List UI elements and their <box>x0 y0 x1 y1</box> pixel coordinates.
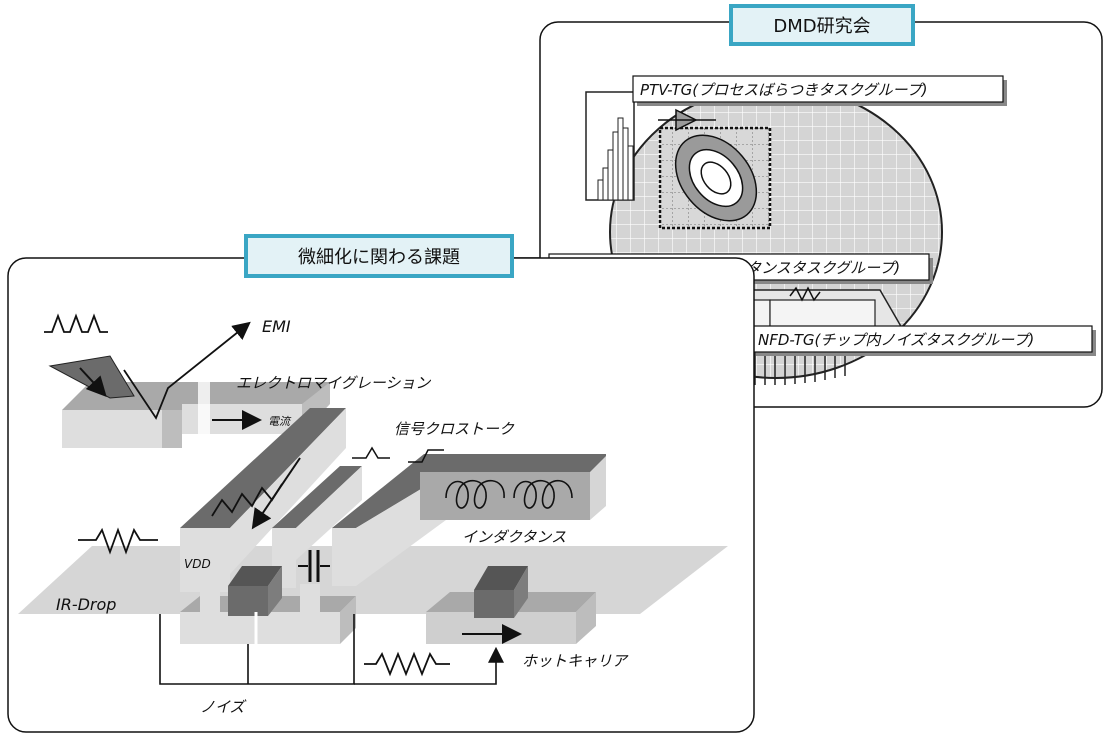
emi-arrow <box>123 321 251 420</box>
dmd-title: DMD研究会 <box>773 16 870 37</box>
issues-group: EMI エレクトロマイグレーション 電流 信号クロストーク インダクタンス VD… <box>7 234 755 733</box>
issues-title: 微細化に関わる課題 <box>298 247 460 268</box>
label-noise: ノイズ <box>200 698 247 716</box>
label-ir-drop: IR-Drop <box>56 595 116 614</box>
noise-resistor <box>364 651 450 677</box>
label-hot-carrier: ホットキャリア <box>522 652 629 670</box>
task-group-ptv-label: PTV-TG(プロセスばらつきタスクグループ) <box>640 81 927 99</box>
dmd-title-box: DMD研究会 <box>729 4 915 46</box>
crosstalk-step-waveform <box>408 449 444 463</box>
label-current: 電流 <box>268 415 292 428</box>
label-vdd: VDD <box>184 557 211 571</box>
task-group-nfd: NFD-TG(チップ内ノイズタスクグループ) <box>751 325 1096 356</box>
vdd-rail <box>180 408 346 592</box>
circuit-wires <box>159 614 504 685</box>
task-group-ptv: PTV-TG(プロセスばらつきタスクグループ) <box>632 75 1007 106</box>
transistor-left <box>180 566 356 644</box>
transistor-right <box>426 566 596 644</box>
label-emi: EMI <box>262 317 291 336</box>
crosstalk-spike-waveform <box>352 446 390 459</box>
issues-title-box: 微細化に関わる課題 <box>244 234 514 278</box>
label-inductance: インダクタンス <box>462 528 566 546</box>
inductor-block <box>420 456 606 520</box>
process-variation-graphic <box>585 91 772 230</box>
pulse-waveform <box>44 313 108 333</box>
task-group-nfd-label: NFD-TG(チップ内ノイズタスクグループ) <box>758 331 1034 349</box>
ir-drop-resistor <box>78 527 158 555</box>
capacitor-symbol <box>298 550 330 582</box>
label-electromigration: エレクトロマイグレーション <box>236 374 431 392</box>
label-crosstalk: 信号クロストーク <box>394 420 515 438</box>
em-wire <box>48 355 330 448</box>
